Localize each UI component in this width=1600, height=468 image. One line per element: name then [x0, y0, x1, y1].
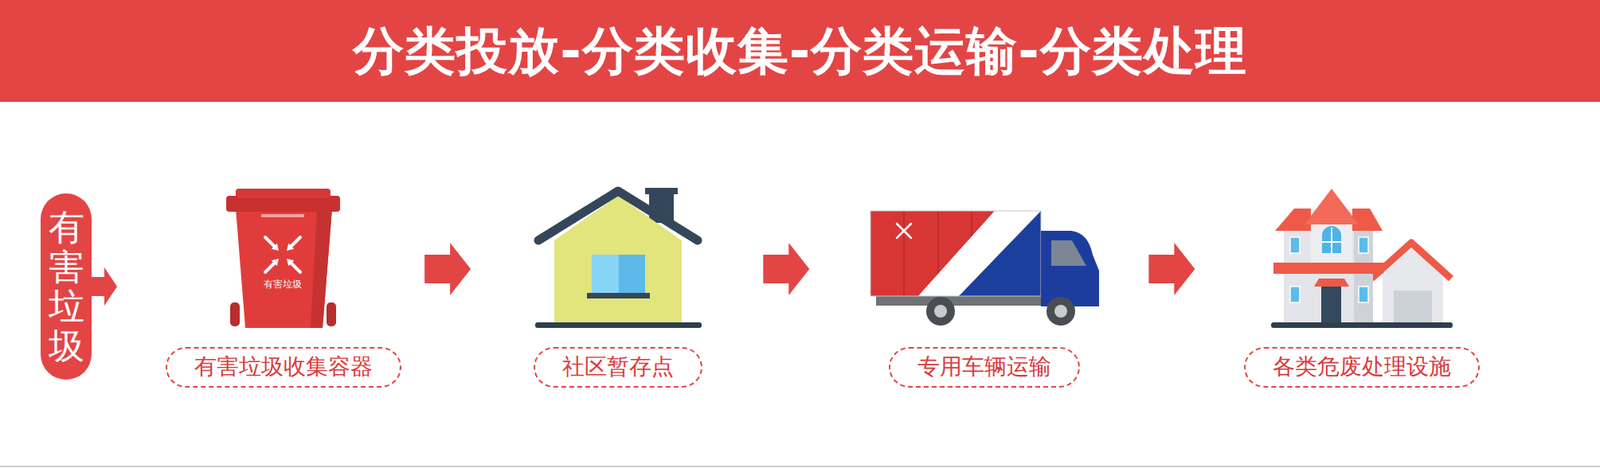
- stage-tag: 有害垃圾收集容器: [165, 347, 402, 388]
- flow-arrow: [1148, 242, 1195, 296]
- tower-window: [1322, 226, 1342, 254]
- truck-panel-line: [903, 211, 905, 297]
- truck-wheel: [1046, 297, 1076, 326]
- truck-logo: [896, 223, 912, 239]
- house-window-shade: [618, 254, 646, 295]
- flow-arrow: [89, 267, 118, 306]
- house-sill: [586, 293, 650, 299]
- title-band: 分类投放-分类收集-分类运输-分类处理: [0, 0, 1600, 102]
- door-awning: [1314, 278, 1350, 287]
- house-base: [535, 322, 702, 329]
- treatment-facility-icon: [1271, 188, 1453, 329]
- house-window: [591, 254, 646, 295]
- bin-lid-top: [235, 188, 331, 199]
- stage-label: 各类危废处理设施: [1272, 353, 1452, 381]
- main-door: [1321, 286, 1342, 325]
- icon-caption: 有害垃圾: [263, 277, 302, 292]
- category-text: 有害垃圾: [48, 207, 85, 366]
- transport-truck-icon: [870, 211, 1100, 326]
- side-window: [1358, 286, 1369, 303]
- flow-arrow: [762, 242, 810, 296]
- bin-wheel: [230, 302, 240, 327]
- symbol-head: [271, 243, 279, 251]
- truck-hub: [1054, 305, 1068, 318]
- bin-shade: [310, 208, 333, 329]
- middle-roof: [1273, 262, 1384, 274]
- bin-body: [235, 208, 333, 329]
- house-chimney-cap: [645, 187, 678, 195]
- symbol-stroke: [265, 262, 276, 273]
- side-window: [1290, 286, 1300, 303]
- window-bar: [1322, 241, 1342, 243]
- category-pill: 有害垃圾: [40, 193, 92, 380]
- symbol-head: [286, 258, 294, 267]
- house-roof: [538, 191, 698, 241]
- truck-window: [1051, 240, 1087, 267]
- symbol-head: [271, 258, 279, 267]
- side-window: [1290, 237, 1300, 254]
- truck-box-white: [918, 211, 1041, 297]
- bin-wheel: [326, 302, 337, 327]
- symbol-stroke: [265, 237, 276, 248]
- stage-tag: 社区暂存点: [533, 347, 703, 388]
- hazard-bin-icon: [226, 188, 341, 329]
- symbol-head: [286, 243, 294, 251]
- truck-panel-line: [970, 211, 973, 237]
- stage-tag: 各类危废处理设施: [1244, 347, 1480, 388]
- header-band: [0, 0, 1600, 102]
- stage-label: 有害垃圾收集容器: [194, 353, 373, 381]
- bottom-rule: [0, 465, 1600, 468]
- logo-stroke: [896, 223, 912, 239]
- symbol-stroke: [289, 262, 301, 273]
- side-window: [1358, 237, 1369, 254]
- truck-panel-line: [937, 211, 939, 274]
- bin-handle: [261, 214, 305, 218]
- truck-box-outline: [870, 211, 1041, 297]
- logo-stroke: [896, 223, 912, 239]
- symbol-stroke: [289, 237, 301, 248]
- tower-roof: [1304, 188, 1359, 225]
- stage-label: 专用车辆运输: [917, 353, 1052, 381]
- facility-base: [1271, 322, 1453, 329]
- flow-arrow: [424, 242, 471, 296]
- truck-cab: [1040, 230, 1100, 307]
- stage-tag: 专用车辆运输: [888, 347, 1080, 388]
- annex-door: [1393, 290, 1432, 325]
- truck-box-blue: [958, 211, 1041, 297]
- truck-hub: [934, 305, 947, 318]
- page-title: 分类投放-分类收集-分类运输-分类处理: [352, 16, 1248, 87]
- window-bar: [1330, 227, 1333, 254]
- stage-label: 社区暂存点: [562, 353, 674, 381]
- bin-symbol: [265, 237, 301, 273]
- storage-house-icon: [535, 187, 702, 329]
- truck-wheel: [926, 297, 955, 326]
